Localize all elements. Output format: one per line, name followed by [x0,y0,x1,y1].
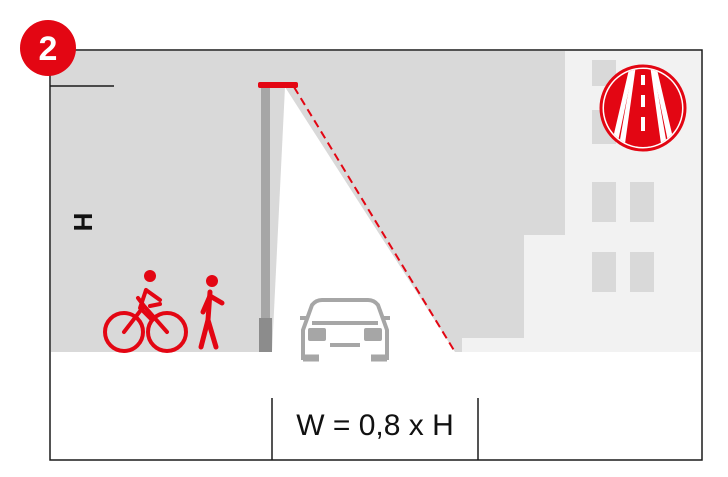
step-badge: 2 [20,20,76,76]
road-icon [599,64,687,152]
cyclist-icon [103,270,188,353]
street-lamp-icon [258,82,298,352]
car-front-icon [300,298,390,362]
height-label: H [68,213,98,232]
width-formula: W = 0,8 x H [296,409,454,442]
step-number: 2 [39,30,58,68]
width-dimension [271,398,479,460]
light-cone [272,87,455,352]
pedestrian-icon [198,275,225,350]
